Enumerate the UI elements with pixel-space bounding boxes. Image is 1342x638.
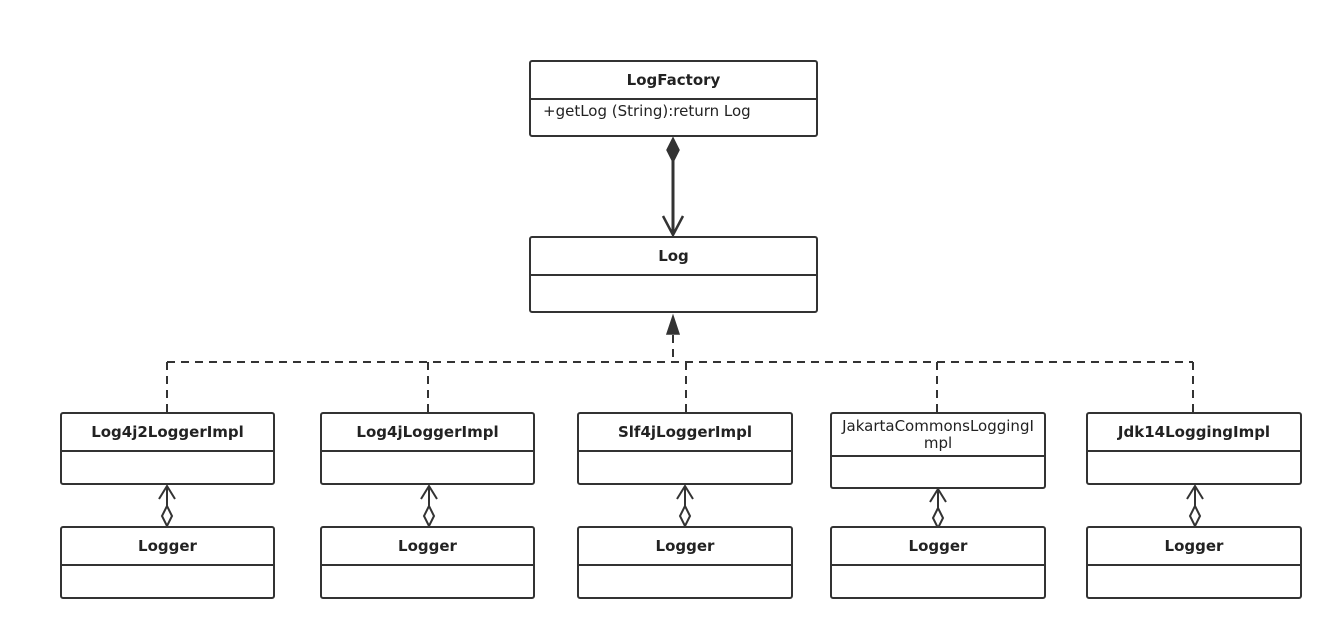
- class-method: [1088, 452, 1300, 456]
- class-name: Log: [531, 238, 816, 276]
- class-method: [322, 452, 533, 456]
- class-method: [62, 452, 273, 456]
- logger-class-4[interactable]: Logger: [830, 526, 1046, 599]
- class-name: Log4j2LoggerImpl: [62, 414, 273, 452]
- realization-arrowhead: [665, 313, 681, 335]
- aggregation-4: [929, 487, 947, 531]
- logger-class-1[interactable]: Logger: [60, 526, 275, 599]
- class-name: JakartaCommonsLoggingImpl: [832, 414, 1044, 457]
- class-name: Logger: [62, 528, 273, 566]
- logfactory-class[interactable]: LogFactory +getLog (String):return Log: [529, 60, 818, 137]
- class-name: Logger: [832, 528, 1044, 566]
- jdk14-logging-impl-class[interactable]: Jdk14LoggingImpl: [1086, 412, 1302, 485]
- class-method: +getLog (String):return Log: [543, 102, 751, 120]
- class-name: Logger: [579, 528, 791, 566]
- class-name: Logger: [322, 528, 533, 566]
- logger-class-3[interactable]: Logger: [577, 526, 793, 599]
- class-method: [531, 276, 816, 280]
- slf4j-logger-impl-class[interactable]: Slf4jLoggerImpl: [577, 412, 793, 485]
- class-method: [579, 566, 791, 570]
- class-method: [832, 457, 1044, 461]
- aggregation-5: [1186, 484, 1204, 529]
- class-name: Jdk14LoggingImpl: [1088, 414, 1300, 452]
- composition-arrowhead: [661, 215, 685, 238]
- log-interface[interactable]: Log: [529, 236, 818, 313]
- logger-class-5[interactable]: Logger: [1086, 526, 1302, 599]
- class-method: [322, 566, 533, 570]
- aggregation-1: [158, 484, 176, 529]
- class-name: Slf4jLoggerImpl: [579, 414, 791, 452]
- log4j2-logger-impl-class[interactable]: Log4j2LoggerImpl: [60, 412, 275, 485]
- logger-class-2[interactable]: Logger: [320, 526, 535, 599]
- class-name: Logger: [1088, 528, 1300, 566]
- aggregation-2: [420, 484, 438, 529]
- class-method: [579, 452, 791, 456]
- class-method: [1088, 566, 1300, 570]
- aggregation-3: [676, 484, 694, 529]
- class-name: Log4jLoggerImpl: [322, 414, 533, 452]
- class-method: [62, 566, 273, 570]
- jakarta-commons-logging-impl-class[interactable]: JakartaCommonsLoggingImpl: [830, 412, 1046, 489]
- log4j-logger-impl-class[interactable]: Log4jLoggerImpl: [320, 412, 535, 485]
- class-name: LogFactory: [531, 62, 816, 100]
- composition-diamond: [666, 136, 680, 164]
- class-method: [832, 566, 1044, 570]
